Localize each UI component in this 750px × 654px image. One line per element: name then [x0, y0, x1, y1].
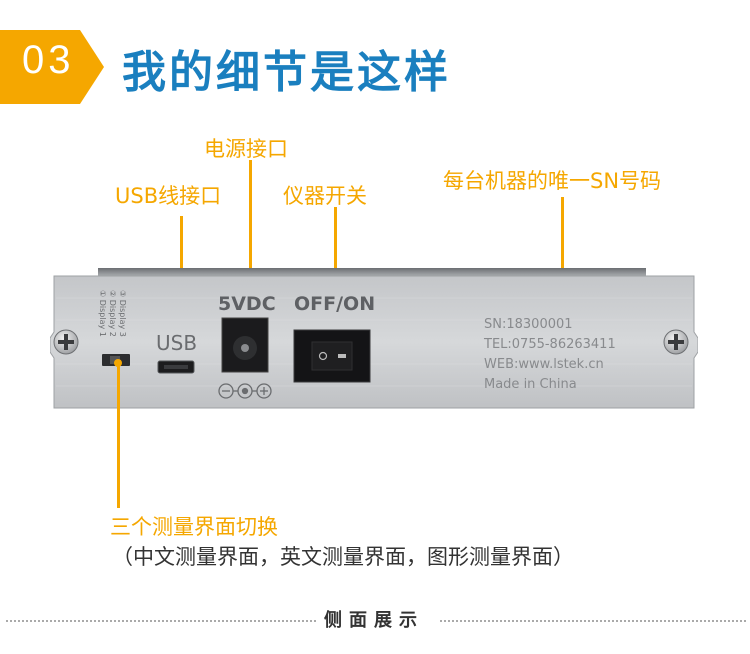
polarity-icon — [218, 383, 272, 399]
leader-line-serial — [561, 197, 564, 321]
serial-number: SN:18300001 — [484, 317, 573, 332]
right-screw-icon — [663, 329, 689, 355]
power-port-label: 5VDC — [218, 293, 276, 315]
usb-port-label: USB — [156, 331, 197, 355]
telephone: TEL:0755-86263411 — [483, 337, 616, 352]
callout-display-switch-detail: （中文测量界面，英文测量界面，图形测量界面） — [112, 545, 574, 569]
switch-label: OFF/ON — [294, 293, 375, 315]
device-side-panel: ① Display 1 ② Display 2 ③ Display 3 USB … — [50, 268, 698, 409]
callout-serial-number: 每台机器的唯一SN号码 — [443, 169, 662, 193]
leader-line-display-switch — [117, 362, 120, 508]
leader-dot-display-switch — [114, 359, 122, 367]
section-number-badge — [0, 30, 104, 104]
display-label-3: ③ Display 3 — [118, 290, 127, 337]
website: WEB:www.lstek.cn — [484, 357, 604, 372]
callout-display-switch: 三个测量界面切换 — [110, 515, 278, 539]
footer-label: 侧面展示 — [324, 610, 424, 631]
page-title: 我的细节是这样 — [122, 47, 451, 98]
section-number: 03 — [22, 38, 75, 82]
callout-power-port: 电源接口 — [204, 137, 288, 161]
made-in: Made in China — [484, 377, 577, 392]
left-screw-icon — [53, 329, 79, 355]
footer-divider-left — [6, 620, 316, 622]
display-label-1: ① Display 1 — [98, 290, 107, 337]
footer-divider-right — [440, 620, 746, 622]
callout-usb-port: USB线接口 — [115, 184, 222, 208]
leader-line-power — [249, 160, 252, 322]
callout-switch: 仪器开关 — [283, 184, 367, 208]
display-label-2: ② Display 2 — [108, 290, 117, 337]
